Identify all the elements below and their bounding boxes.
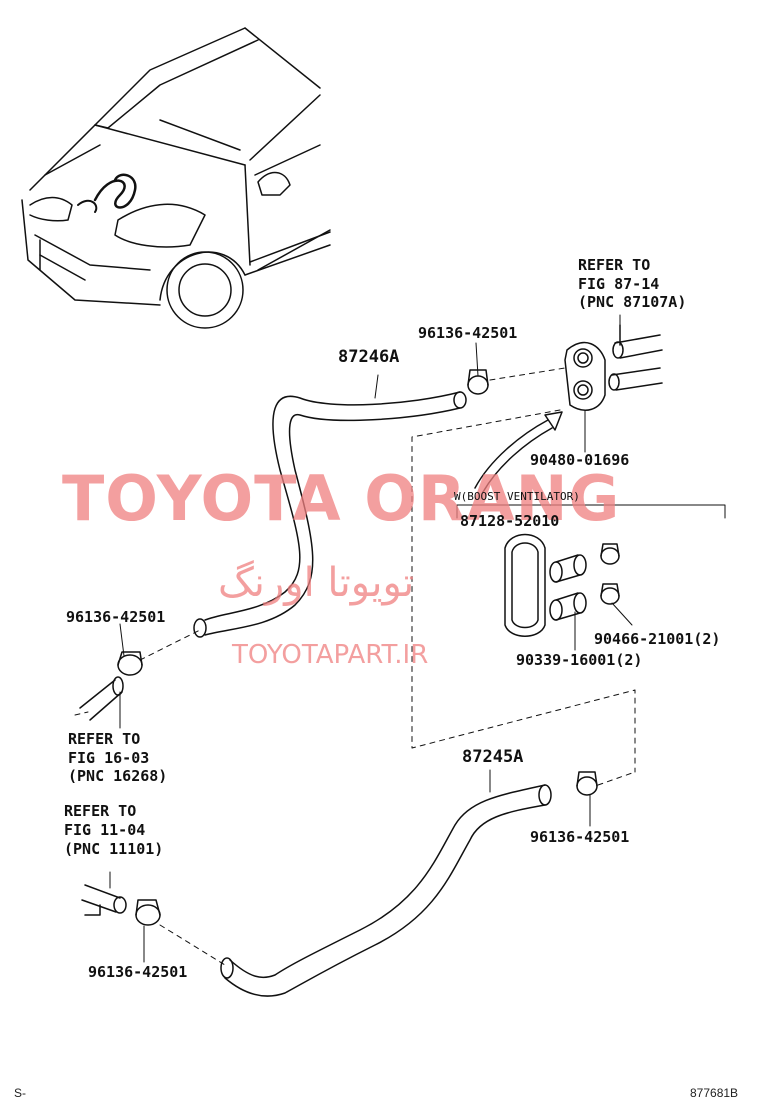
group-bracket xyxy=(456,504,726,519)
watermark-url: TOYOTAPART.IR xyxy=(232,640,429,670)
refer-left-mid-line1: REFER TO xyxy=(68,730,141,748)
ventilator-parts xyxy=(504,533,587,637)
refer-left-low-line3: (PNC 11101) xyxy=(64,840,164,858)
label-hose-87246a: 87246A xyxy=(338,347,400,367)
label-clamp-left-mid: 96136-42501 xyxy=(66,608,166,626)
pipe-stubs-left xyxy=(79,676,127,916)
label-clamp-lower-right: 96136-42501 xyxy=(530,828,630,846)
label-clamp-upper-right: 96136-42501 xyxy=(418,324,518,342)
refer-left-mid-line2: FIG 16-03 xyxy=(68,749,150,767)
refer-left-low-line2: FIG 11-04 xyxy=(64,821,146,839)
refer-left-mid-line3: (PNC 16268) xyxy=(68,767,168,785)
label-boost-ventilator: W(BOOST VENTILATOR) xyxy=(454,490,580,503)
dashed-lines xyxy=(74,367,636,966)
refer-top-right-line1: REFER TO xyxy=(578,256,651,274)
direction-arrow xyxy=(474,411,563,493)
footer-left-code: S- xyxy=(14,1086,26,1100)
label-hose-87245a: 87245A xyxy=(462,747,524,767)
leader-lines xyxy=(109,314,633,963)
label-ventilator-part: 87128-52010 xyxy=(460,512,560,530)
label-grommet: 90480-01696 xyxy=(530,451,630,469)
label-small-hose: 90339-16001(2) xyxy=(516,651,643,669)
label-small-clamp: 90466-21001(2) xyxy=(594,630,721,648)
refer-top-right-line3: (PNC 87107A) xyxy=(578,293,687,311)
footer-diagram-number: 877681B xyxy=(690,1086,739,1100)
pipe-connectors xyxy=(608,324,663,391)
hose-87245a xyxy=(220,784,552,997)
label-clamp-lower-left: 96136-42501 xyxy=(88,963,188,981)
hose-87246a xyxy=(193,391,467,638)
watermark-persian: تویوتا اورنگ xyxy=(218,560,415,606)
clamps xyxy=(117,369,620,926)
grommet-90480 xyxy=(564,341,606,411)
car-illustration xyxy=(21,27,331,329)
refer-top-right-line2: FIG 87-14 xyxy=(578,275,660,293)
watermark-title: TOYOTA ORANG xyxy=(62,462,621,535)
refer-left-low-line1: REFER TO xyxy=(64,802,137,820)
